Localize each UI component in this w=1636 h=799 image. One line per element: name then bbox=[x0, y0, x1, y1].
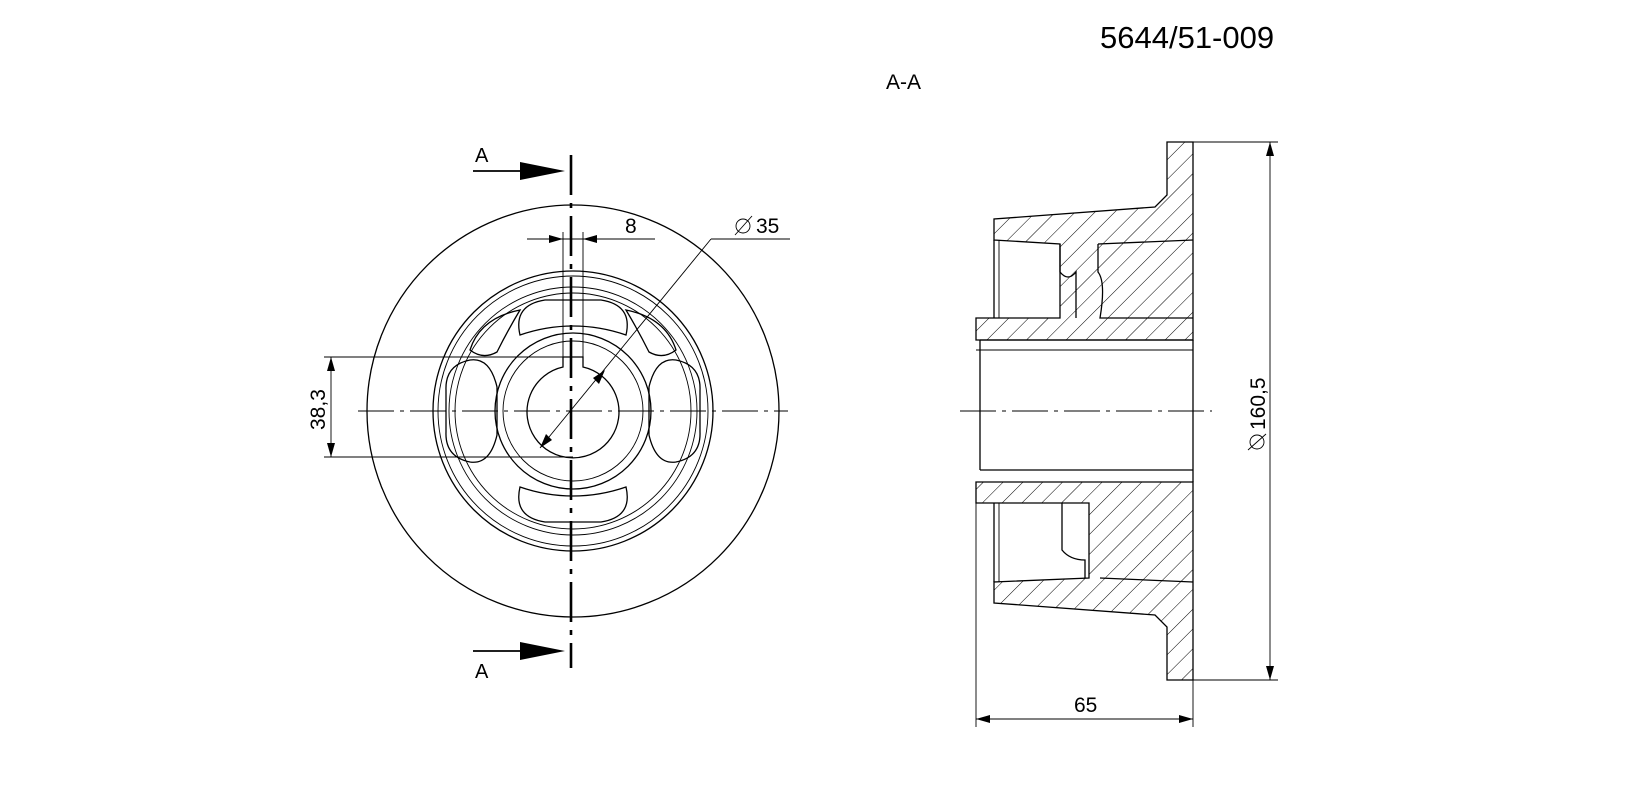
pocket-right bbox=[648, 359, 701, 463]
cut-arrow-top-head bbox=[520, 162, 565, 180]
dim-65-arrow-left bbox=[976, 715, 990, 723]
dim-8-arrow-right bbox=[583, 235, 597, 243]
flange-upper-inner bbox=[1097, 239, 1194, 245]
pocket-left bbox=[445, 359, 498, 463]
part-number: 5644/51-009 bbox=[1100, 20, 1274, 55]
dim-bore-diameter: 35 bbox=[756, 215, 779, 238]
dim-65-arrow-right bbox=[1179, 715, 1193, 723]
pocket-top bbox=[518, 299, 628, 336]
section-lower-half bbox=[975, 481, 1194, 681]
section-view: 65 160,5 bbox=[960, 141, 1278, 727]
diameter-symbol-160 bbox=[1247, 433, 1267, 451]
pocket-upper-left bbox=[469, 309, 522, 357]
dim-outer-diameter: 160,5 bbox=[1247, 377, 1270, 430]
flange-lower-inner bbox=[1099, 577, 1194, 583]
web-lower-outline bbox=[1061, 503, 1086, 578]
section-upper-half bbox=[975, 141, 1194, 341]
web-upper-outline bbox=[1059, 244, 1077, 318]
dim-35-arrow-1 bbox=[540, 434, 552, 448]
dim-key-height: 38,3 bbox=[307, 389, 330, 430]
dim-160-arrow-top bbox=[1266, 142, 1274, 156]
bore-with-keyway bbox=[526, 356, 620, 459]
web-upper-right bbox=[1097, 244, 1193, 319]
section-title: A-A bbox=[886, 71, 921, 94]
pocket-bottom bbox=[518, 486, 628, 523]
dim-35-arrow-2 bbox=[593, 370, 605, 384]
dim-38-arrow-bottom bbox=[327, 443, 335, 457]
cut-label-top: A bbox=[475, 145, 489, 167]
front-view: A A 8 35 38,3 bbox=[307, 145, 790, 683]
dim-38-arrow-top bbox=[327, 357, 335, 371]
cut-arrow-bottom-head bbox=[520, 642, 565, 660]
cut-label-bottom: A bbox=[475, 661, 489, 683]
diameter-symbol-35 bbox=[734, 215, 753, 236]
pocket-upper-right bbox=[624, 309, 677, 357]
dim-length: 65 bbox=[1074, 694, 1097, 717]
dim-8-arrow-left bbox=[549, 235, 563, 243]
dim-35-leader bbox=[539, 238, 712, 449]
dim-160-arrow-bottom bbox=[1266, 666, 1274, 680]
dim-keyway-width: 8 bbox=[625, 215, 637, 238]
